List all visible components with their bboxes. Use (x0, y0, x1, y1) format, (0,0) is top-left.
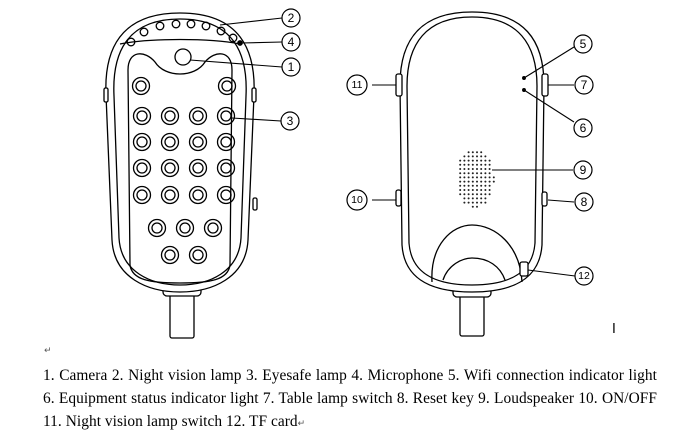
callout-9: 9 (580, 163, 587, 177)
callout-1: 1 (288, 60, 295, 74)
tf-card-dock (431, 224, 523, 283)
camera (174, 48, 192, 66)
callout-3: 3 (287, 114, 294, 128)
back-body-inner (406, 16, 538, 286)
night-vision-lamps (126, 19, 238, 47)
callout-8: 8 (581, 195, 588, 209)
callout-6: 6 (580, 121, 587, 135)
return-mark-end: ↵ (297, 418, 306, 428)
callout-5: 5 (580, 37, 587, 51)
loudspeaker-grille (459, 151, 495, 208)
callout-circles (280, 8, 594, 286)
callout-10: 10 (351, 194, 363, 206)
callout-4: 4 (288, 35, 295, 49)
return-mark-top: ↵ (44, 346, 52, 356)
callout-11: 11 (352, 79, 363, 91)
callout-2: 2 (288, 11, 295, 25)
callout-12: 12 (578, 270, 590, 282)
cursor-mark: I (612, 322, 616, 337)
callout-7: 7 (581, 78, 588, 92)
device-diagram: 1 2 3 4 5 6 7 8 9 10 11 12 (103, 8, 594, 339)
back-view (372, 11, 576, 337)
front-cable (162, 285, 202, 339)
back-leader-lines (372, 46, 576, 277)
front-body-inner (113, 18, 247, 286)
front-body-outer (105, 12, 255, 293)
eyesafe-lamps (131, 76, 237, 265)
lamp-panel (127, 53, 233, 284)
figure-caption: 1. Camera 2. Night vision lamp 3. Eyesaf… (43, 367, 657, 430)
front-view (103, 12, 283, 339)
back-cable (452, 287, 492, 337)
front-leader-lines (189, 17, 283, 122)
